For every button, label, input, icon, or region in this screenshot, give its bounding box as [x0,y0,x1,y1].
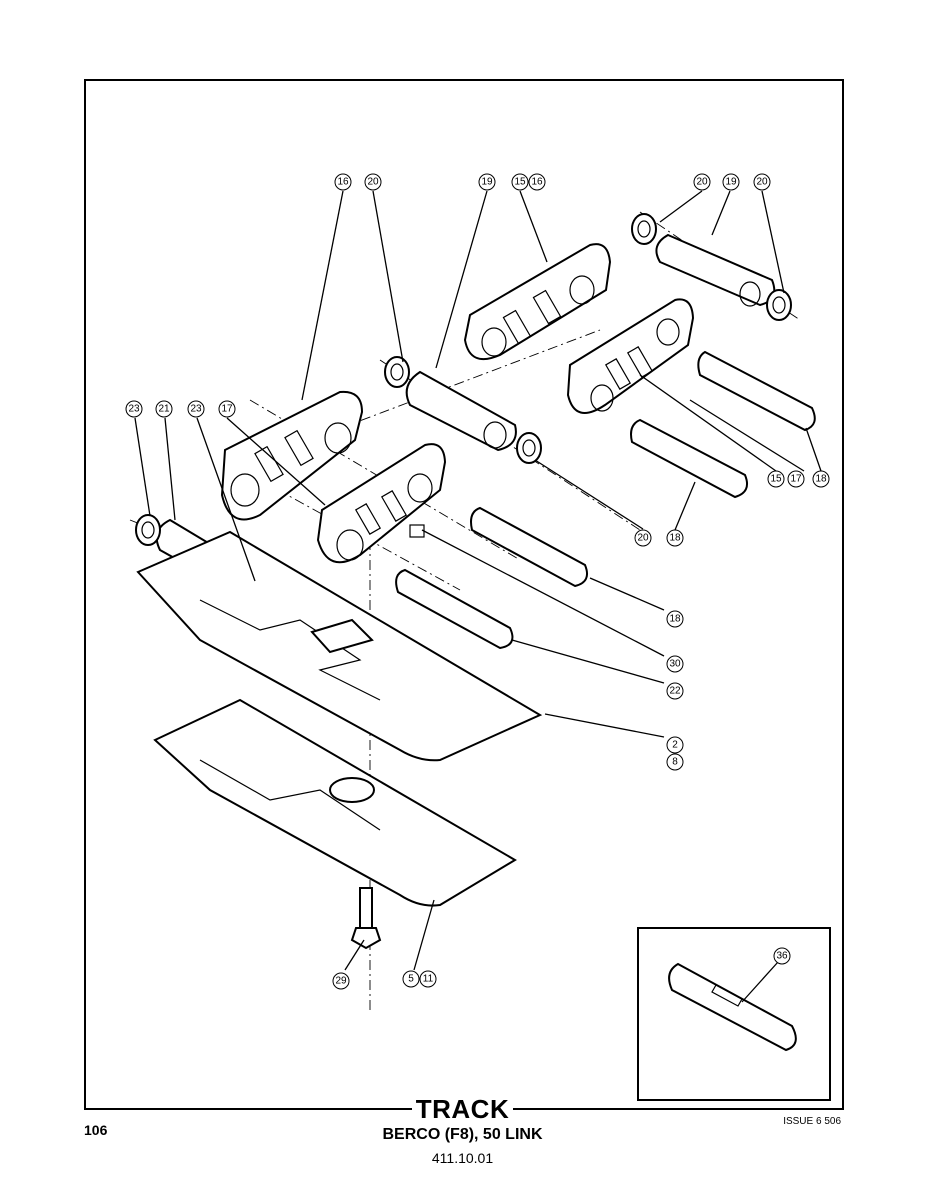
callout-16: 16 [334,173,352,191]
track-link-upper-left [463,243,612,360]
callout-21-label: 21 [158,404,170,415]
bolt [350,887,382,950]
callout-23b-label: 23 [190,404,202,415]
callout-20b-label: 20 [696,177,708,188]
callout-20c: 20 [753,173,771,191]
callout-18b: 18 [666,529,684,547]
callout-19-label: 19 [481,177,493,188]
leader-lines [134,190,822,1003]
callout-20d-label: 20 [637,533,649,544]
callout-8: 8 [666,753,684,771]
callout-5: 5 [402,970,420,988]
callout-15b-label: 15 [770,474,782,485]
page-title: TRACK [0,1094,925,1125]
callout-36: 36 [773,947,791,965]
callout-16b: 16 [528,173,546,191]
callout-17b-label: 17 [790,474,802,485]
callout-8-label: 8 [672,757,678,768]
callout-17-label: 17 [221,404,233,415]
section-code: 411.10.01 [431,1150,494,1166]
callout-23b: 23 [187,400,205,418]
track-link-left-rear [220,390,364,521]
track-shoe-upper [136,530,543,762]
callouts: 16 20 19 15 16 20 19 20 23 21 23 17 15 1… [125,173,830,990]
callout-11-label: 11 [423,974,434,985]
callout-22: 22 [666,682,684,700]
callout-18: 18 [812,470,830,488]
callout-29: 29 [332,972,350,990]
callout-23-label: 23 [128,404,140,415]
track-shoe-lower [153,698,517,907]
bushing-upper-right [655,233,776,307]
callout-17: 17 [218,400,236,418]
callout-22-label: 22 [669,686,681,697]
bushing-center [405,370,517,452]
callout-20d: 20 [634,529,652,547]
callout-11: 11 [419,970,437,988]
callout-20: 20 [364,173,382,191]
callout-30-label: 30 [669,659,681,670]
callout-17b: 17 [787,470,805,488]
callout-29-label: 29 [335,976,347,987]
callout-19: 19 [478,173,496,191]
callout-21: 21 [155,400,173,418]
callout-19b-label: 19 [725,177,737,188]
callout-15: 15 [511,173,529,191]
page-title-text: TRACK [411,1094,514,1124]
callout-15-label: 15 [514,177,526,188]
callout-18-label: 18 [815,474,827,485]
inset-detail [637,927,831,1101]
callout-20c-label: 20 [756,177,768,188]
callout-18c: 18 [666,610,684,628]
callout-30: 30 [666,655,684,673]
issue-label: ISSUE 6 506 [783,1116,841,1127]
callout-15b: 15 [767,470,785,488]
track-pins [395,350,816,650]
page-number: 106 [84,1122,108,1138]
callout-18b-label: 18 [669,533,681,544]
callout-2: 2 [666,736,684,754]
track-link-left-front [316,443,447,564]
callout-16-label: 16 [337,177,349,188]
page-subtitle: BERCO (F8), 50 LINK [382,1126,543,1143]
callout-18c-label: 18 [669,614,681,625]
callout-2-label: 2 [672,740,678,751]
callout-36-label: 36 [776,951,788,962]
callout-23: 23 [125,400,143,418]
callout-20-label: 20 [367,177,379,188]
callout-20b: 20 [693,173,711,191]
callout-5-label: 5 [408,974,414,985]
track-link-upper-right [566,298,695,414]
callout-19b: 19 [722,173,740,191]
callout-16b-label: 16 [531,177,543,188]
